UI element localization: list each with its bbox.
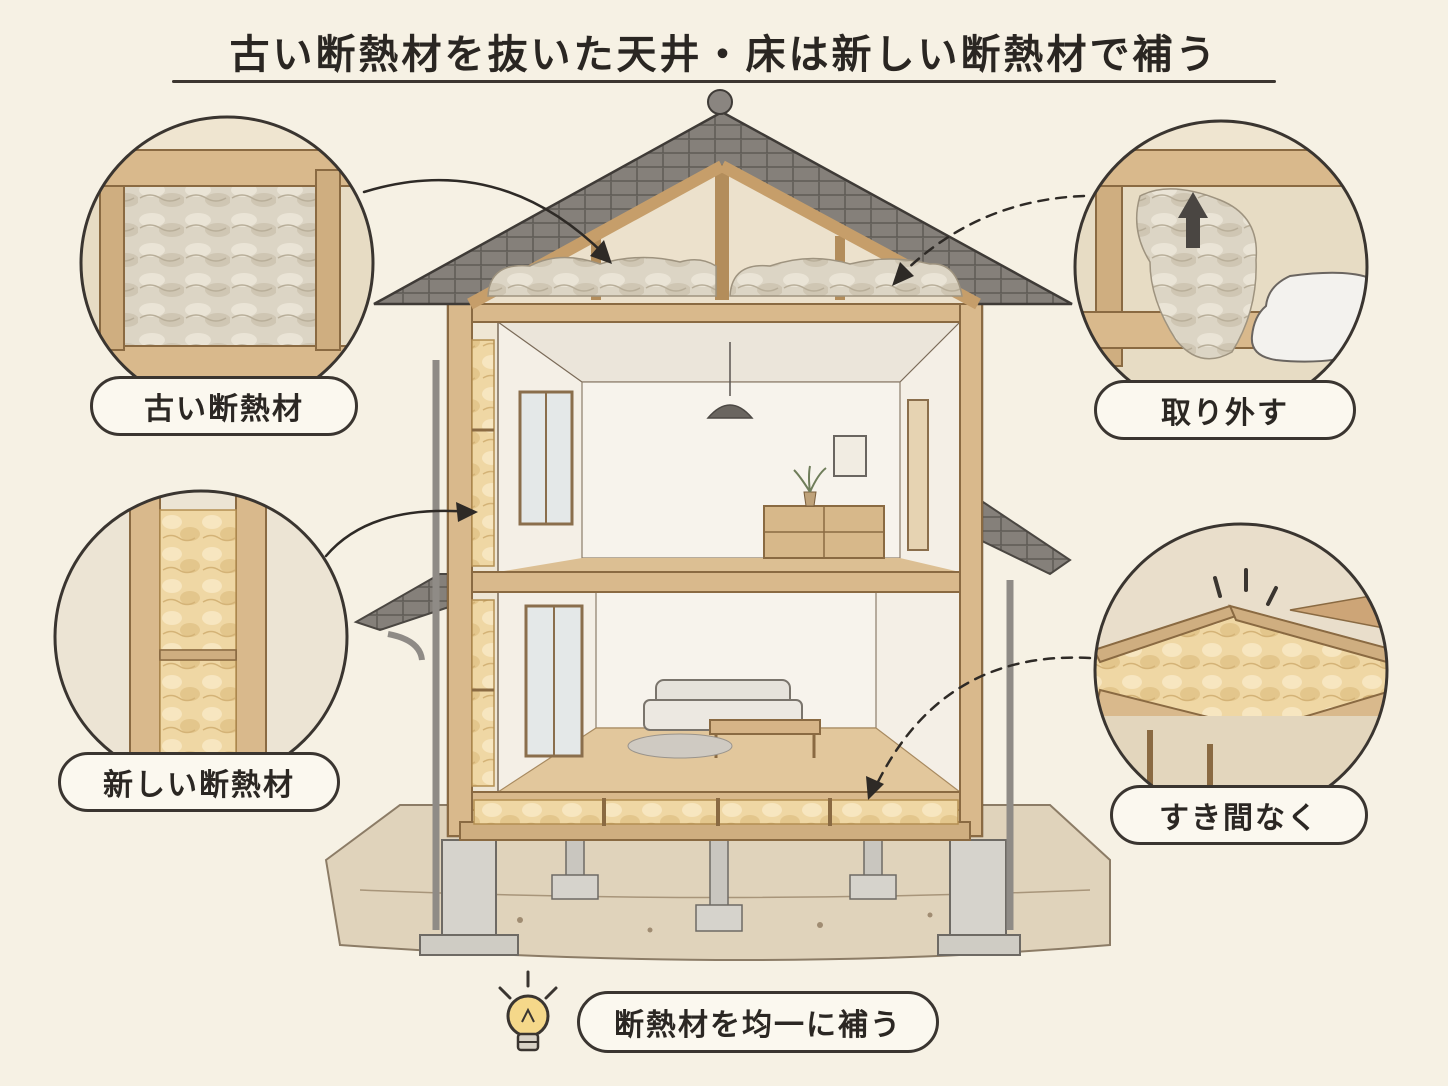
tip-label: 断熱材を均一に補う bbox=[577, 991, 939, 1053]
detail-new-insulation bbox=[53, 489, 349, 785]
wall-insulation bbox=[471, 339, 495, 787]
floor-insulation bbox=[473, 798, 959, 826]
sparkle-icon bbox=[1213, 568, 1278, 606]
detail-remove bbox=[1073, 119, 1369, 415]
downpipes bbox=[387, 360, 1014, 930]
detail-no-gaps bbox=[1093, 522, 1389, 818]
label-remove: 取り外す bbox=[1094, 380, 1356, 440]
label-old-insulation: 古い断熱材 bbox=[90, 376, 358, 436]
lightbulb-icon bbox=[498, 970, 558, 1052]
foundation bbox=[419, 837, 1021, 956]
detail-old-insulation bbox=[79, 115, 375, 411]
up-arrow-icon bbox=[1178, 192, 1208, 248]
house-frame bbox=[446, 294, 984, 841]
connector-arrows bbox=[324, 178, 1092, 792]
title-underline bbox=[172, 80, 1276, 83]
label-no-gaps: すき間なく bbox=[1110, 785, 1368, 845]
page-title: 古い断熱材を抜いた天井・床は新しい断熱材で補う bbox=[229, 32, 1219, 78]
arrow-heads bbox=[456, 240, 914, 800]
label-new-insulation: 新しい断熱材 bbox=[58, 752, 340, 812]
roof bbox=[373, 89, 1073, 310]
